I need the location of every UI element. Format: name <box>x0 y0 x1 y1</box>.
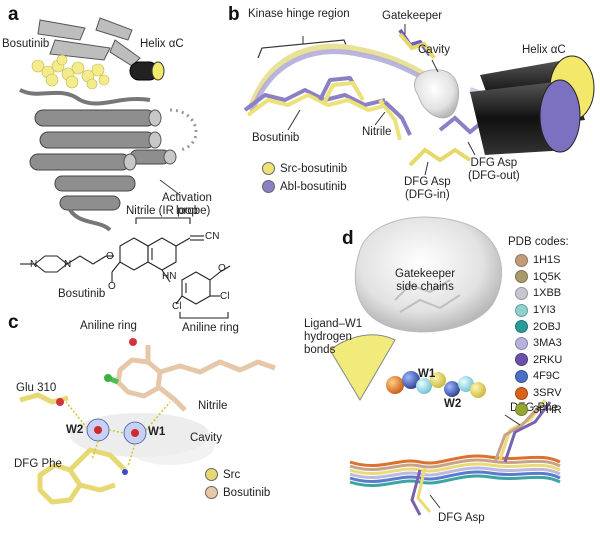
label-dfg-in: DFG Asp (DFG-in) <box>404 176 451 201</box>
label-w2-c: W2 <box>66 424 84 436</box>
label-w1-d: W1 <box>418 368 436 380</box>
atom-cl1: Cl <box>220 291 230 302</box>
pdb-swatch <box>515 303 528 317</box>
label-bosutinib-a: Bosutinib <box>2 38 50 50</box>
label-glu310: Glu 310 <box>16 382 57 394</box>
pdb-code-item: 4F9C <box>515 368 562 385</box>
legend-swatch <box>262 180 275 193</box>
pdb-code-item: 1XBB <box>515 285 562 302</box>
legend-swatch <box>205 468 218 481</box>
label-w1-c: W1 <box>148 426 166 438</box>
pdb-code-item: 3FHR <box>515 401 562 418</box>
label-nitrile-b: Nitrile <box>362 126 392 138</box>
atom-ome: O <box>218 263 226 274</box>
pdb-codes-legend: 1H1S 1Q5K 1XBB 1YI3 2OBJ 3MA3 2RKU 4F9C 3SRV 3FHR <box>515 252 562 418</box>
label-helix-a: Helix αC <box>140 38 184 50</box>
pdb-code-label: 1H1S <box>533 254 561 267</box>
pdb-code-label: 1XBB <box>533 287 562 300</box>
label-dfg-phe-c: DFG Phe <box>14 458 62 470</box>
pdb-code-item: 1H1S <box>515 252 562 269</box>
pdb-code-label: 3MA3 <box>533 337 562 350</box>
pdb-code-item: 1Q5K <box>515 269 562 286</box>
label-cavity-b: Cavity <box>418 44 450 56</box>
label-bosutinib-b: Bosutinib <box>252 132 300 144</box>
label-dfg-out: DFG Asp (DFG-out) <box>468 157 520 182</box>
legend-item-abl-bosutinib: Abl-bosutinib <box>262 180 346 193</box>
pdb-swatch <box>515 253 528 267</box>
label-bosutinib-structure: Bosutinib <box>58 288 106 300</box>
label-activation-loop: Activation loop <box>162 192 212 217</box>
pdb-code-item: 1YI3 <box>515 302 562 319</box>
legend-label: Src-bosutinib <box>280 162 348 175</box>
pdb-code-item: 3MA3 <box>515 335 562 352</box>
atom-n1: N <box>30 259 38 270</box>
legend-label: Abl-bosutinib <box>280 180 347 193</box>
atom-cn: CN <box>205 231 220 242</box>
label-nitrile-probe: Nitrile (IR probe) <box>126 205 211 217</box>
helix-ac-cylinders <box>470 55 595 155</box>
pdb-swatch <box>515 320 528 334</box>
label-hbonds: Ligand–W1 hydrogen bonds <box>304 318 363 356</box>
pdb-code-item: 2OBJ <box>515 318 562 335</box>
legend-label: Bosutinib <box>223 486 271 499</box>
kinase-ribbon <box>19 17 198 232</box>
legend-item-bosutinib: Bosutinib <box>205 486 270 499</box>
legend-label: Src <box>223 468 241 481</box>
panel-d-letter: d <box>342 228 354 249</box>
legend-item-src-bosutinib: Src-bosutinib <box>262 162 347 175</box>
legend-item-src: Src <box>205 468 240 481</box>
label-helix-b: Helix αC <box>522 44 566 56</box>
label-cavity-c: Cavity <box>190 432 222 444</box>
label-aniline-structure: Aniline ring <box>182 322 239 334</box>
label-w2-d: W2 <box>444 398 462 410</box>
pdb-code-label: 2RKU <box>533 353 563 366</box>
label-gatekeeper-d: Gatekeeper side chains <box>395 268 456 293</box>
panel-b-structure <box>243 24 595 176</box>
pdb-swatch <box>515 270 528 284</box>
atom-cl2: Cl <box>172 301 182 312</box>
pdb-code-label: 4F9C <box>533 370 560 383</box>
pdb-swatch <box>515 353 528 367</box>
panel-c-structure <box>19 338 276 505</box>
atom-n2: N <box>64 259 72 270</box>
pdb-codes-title: PDB codes: <box>508 236 569 248</box>
panel-a-letter: a <box>8 4 19 25</box>
pdb-swatch <box>515 286 528 300</box>
legend-swatch <box>262 162 275 175</box>
label-aniline-c: Aniline ring <box>80 320 137 332</box>
pdb-swatch <box>515 369 528 383</box>
pdb-code-label: 1YI3 <box>533 304 556 317</box>
pdb-code-item: 2RKU <box>515 352 562 369</box>
pdb-code-label: 3SRV <box>533 387 562 400</box>
label-dfg-asp-d: DFG Asp <box>438 512 485 524</box>
label-gatekeeper-b: Gatekeeper <box>382 10 443 22</box>
pdb-code-item: 3SRV <box>515 385 562 402</box>
pdb-code-label: 1Q5K <box>533 270 562 283</box>
panel-c-letter: c <box>8 312 19 333</box>
pdb-swatch <box>515 386 528 400</box>
pdb-code-label: 3FHR <box>533 403 562 416</box>
atom-o1: O <box>106 251 114 262</box>
label-nitrile-c: Nitrile <box>198 400 228 412</box>
panel-d-structure <box>329 216 561 516</box>
pdb-swatch <box>515 403 528 417</box>
legend-swatch <box>205 486 218 499</box>
pdb-swatch <box>515 336 528 350</box>
label-hinge: Kinase hinge region <box>248 8 350 20</box>
bosutinib-chemical-structure <box>20 217 231 319</box>
panel-b-letter: b <box>228 4 240 25</box>
atom-hn: HN <box>162 271 177 282</box>
atom-o2: O <box>108 281 116 292</box>
pdb-code-label: 2OBJ <box>533 320 561 333</box>
